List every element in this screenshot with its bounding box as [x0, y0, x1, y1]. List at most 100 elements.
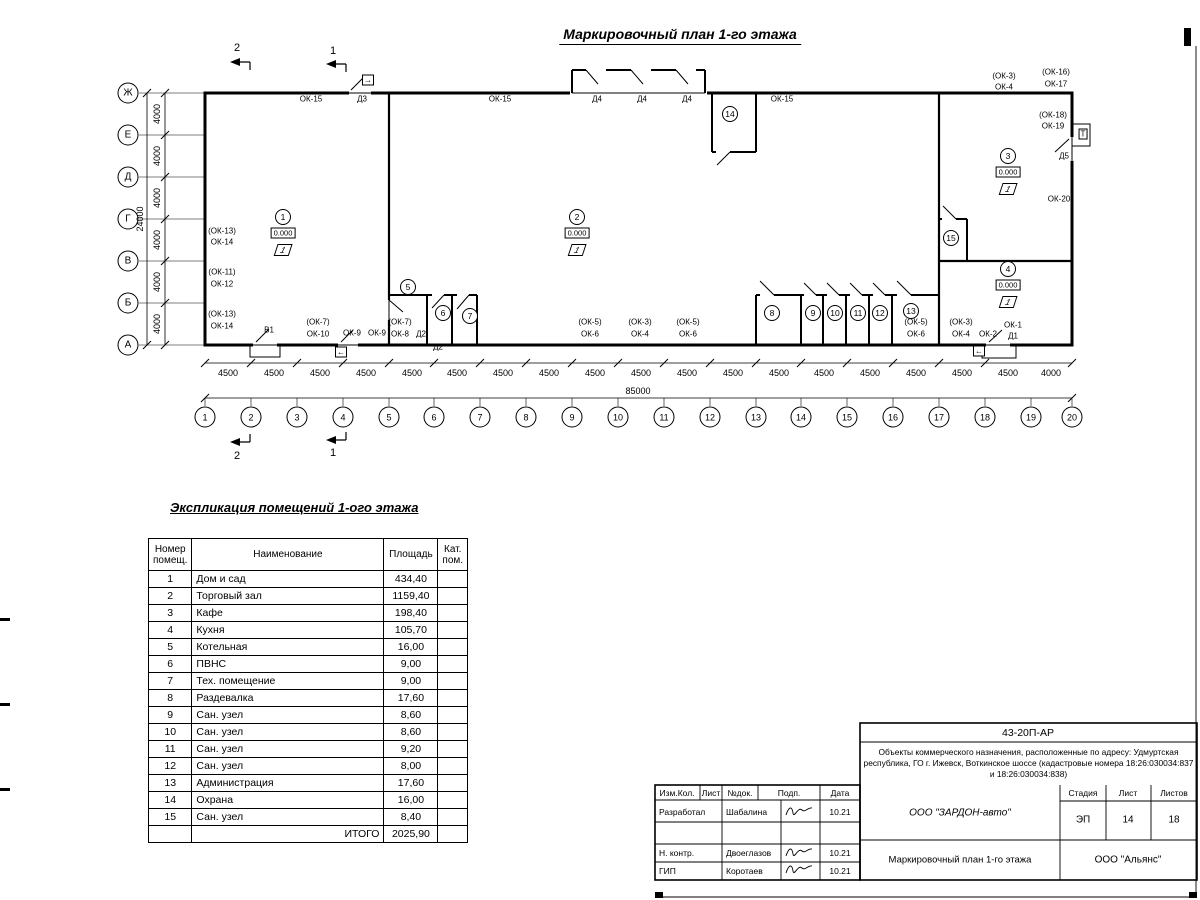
schedule-cell — [437, 791, 469, 809]
dimension-label: 4000 — [152, 313, 162, 335]
schedule-cell: 105,70 — [383, 621, 439, 639]
boxed-exit-mark: Т — [1078, 128, 1088, 140]
room-number-marker: 11 — [850, 305, 866, 321]
role-developer: Разработал — [659, 807, 706, 817]
dimension-label: 4500 — [813, 368, 835, 378]
schedule-cell: Тех. помещение — [191, 672, 385, 690]
column-axis-bubble: 16 — [882, 406, 904, 428]
sheet-label: Лист — [1118, 788, 1138, 798]
total-label: ИТОГО — [191, 825, 385, 843]
plan-annotation-label: (ОК-11) — [208, 267, 236, 277]
plan-annotation-label: ОК-17 — [1044, 79, 1068, 89]
plan-annotation-label: ОК-4 — [995, 82, 1013, 92]
schedule-cell: Торговый зал — [191, 587, 385, 605]
vestibule-walls — [571, 69, 706, 93]
column-axis-bubble: 20 — [1061, 406, 1083, 428]
schedule-cell: 8,60 — [383, 723, 439, 741]
sheets-label: Листов — [1160, 788, 1188, 798]
dimension-label: 4500 — [217, 368, 239, 378]
plan-annotation-label: ОК-6 — [907, 329, 925, 339]
level-elevation-mark: 0.000 — [564, 227, 590, 239]
plan-annotation-label: (ОК-5) — [904, 317, 928, 327]
boxed-exit-mark: ← — [973, 345, 985, 357]
role-gip: ГИП — [659, 866, 676, 876]
column-axis-bubble: 12 — [699, 406, 721, 428]
dimension-label: 4000 — [152, 103, 162, 125]
signature-scribble — [785, 807, 813, 816]
room-number-marker: 15 — [943, 230, 959, 246]
schedule-title: Экспликация помещений 1-ого этажа — [170, 500, 419, 515]
room-number-marker: 2 — [569, 209, 585, 225]
room-number-marker: 6 — [435, 305, 451, 321]
schedule-cell: 5 — [147, 638, 193, 656]
level-elevation-mark: 0.000 — [995, 166, 1021, 178]
sanitary-cluster-walls — [755, 280, 939, 345]
signature-scribble — [785, 865, 813, 874]
floor-type-mark: 1 — [998, 296, 1018, 308]
plan-annotation-label: Д4 — [637, 94, 647, 104]
schedule-cell — [437, 757, 469, 775]
schedule-cell: 12 — [147, 757, 193, 775]
room-number-marker: 9 — [805, 305, 821, 321]
plan-annotation-label: (ОК-13) — [208, 226, 236, 236]
registration-mark — [0, 788, 10, 791]
column-axis-bubble: 11 — [653, 406, 675, 428]
col-list: Лист — [701, 788, 721, 798]
column-axis-bubble: 10 — [607, 406, 629, 428]
schedule-cell: 10 — [147, 723, 193, 741]
dimension-label: 4500 — [997, 368, 1019, 378]
dimension-label: 4500 — [630, 368, 652, 378]
schedule-cell: 4 — [147, 621, 193, 639]
plan-annotation-label: ОК-20 — [1047, 194, 1071, 204]
col-izm: Изм.Кол. — [659, 788, 695, 798]
role-checker: Н. контр. — [659, 848, 695, 858]
dimension-label: 4500 — [951, 368, 973, 378]
schedule-cell: 9,00 — [383, 655, 439, 673]
plan-annotation-label: (ОК-3) — [992, 71, 1016, 81]
room-number-marker: 12 — [872, 305, 888, 321]
plan-annotation-label: ОК-4 — [631, 329, 649, 339]
registration-mark — [1184, 28, 1191, 46]
plan-annotation-label: Д4 — [682, 94, 692, 104]
schedule-cell — [437, 808, 469, 826]
schedule-cell: 17,60 — [383, 689, 439, 707]
plan-title: Маркировочный план 1-го этажа — [559, 26, 801, 45]
column-axis-bubble: 2 — [240, 406, 262, 428]
room-number-marker: 1 — [275, 209, 291, 225]
signature-scribbles — [785, 807, 813, 874]
col-header-room-number: Номер помещ. — [147, 538, 193, 571]
organization-name: ООО "Альянс" — [1094, 854, 1162, 866]
schedule-cell: 11 — [147, 740, 193, 758]
room-number-marker: 5 — [400, 279, 416, 295]
dimension-label: 4000 — [152, 271, 162, 293]
room-number-marker: 3 — [1000, 148, 1016, 164]
floor-type-mark: 1 — [567, 244, 587, 256]
schedule-cell — [437, 604, 469, 622]
room-number-marker: 14 — [722, 106, 738, 122]
row-axis-bubble: Ж — [117, 82, 139, 104]
plan-annotation-label: (ОК-18) — [1039, 110, 1067, 120]
col-header-room-name: Наименование — [191, 538, 385, 571]
schedule-cell: 16,00 — [383, 791, 439, 809]
dimension-lines — [142, 88, 1077, 406]
plan-annotation-label: ОК-8 — [391, 329, 409, 339]
column-axis-bubble: 1 — [194, 406, 216, 428]
plan-annotation-label: ОК-9 — [343, 328, 361, 338]
plan-annotation-label: (ОК-5) — [578, 317, 602, 327]
schedule-cell — [437, 689, 469, 707]
dimension-label: 4000 — [152, 229, 162, 251]
schedule-cell — [437, 655, 469, 673]
boxed-exit-mark: ← — [335, 346, 347, 358]
plan-annotation-label: (ОК-5) — [676, 317, 700, 327]
total-category-cell — [437, 825, 469, 843]
overall-dimension-label: 24000 — [135, 206, 145, 232]
schedule-cell: Сан. узел — [191, 808, 385, 826]
column-axis-bubble: 5 — [378, 406, 400, 428]
